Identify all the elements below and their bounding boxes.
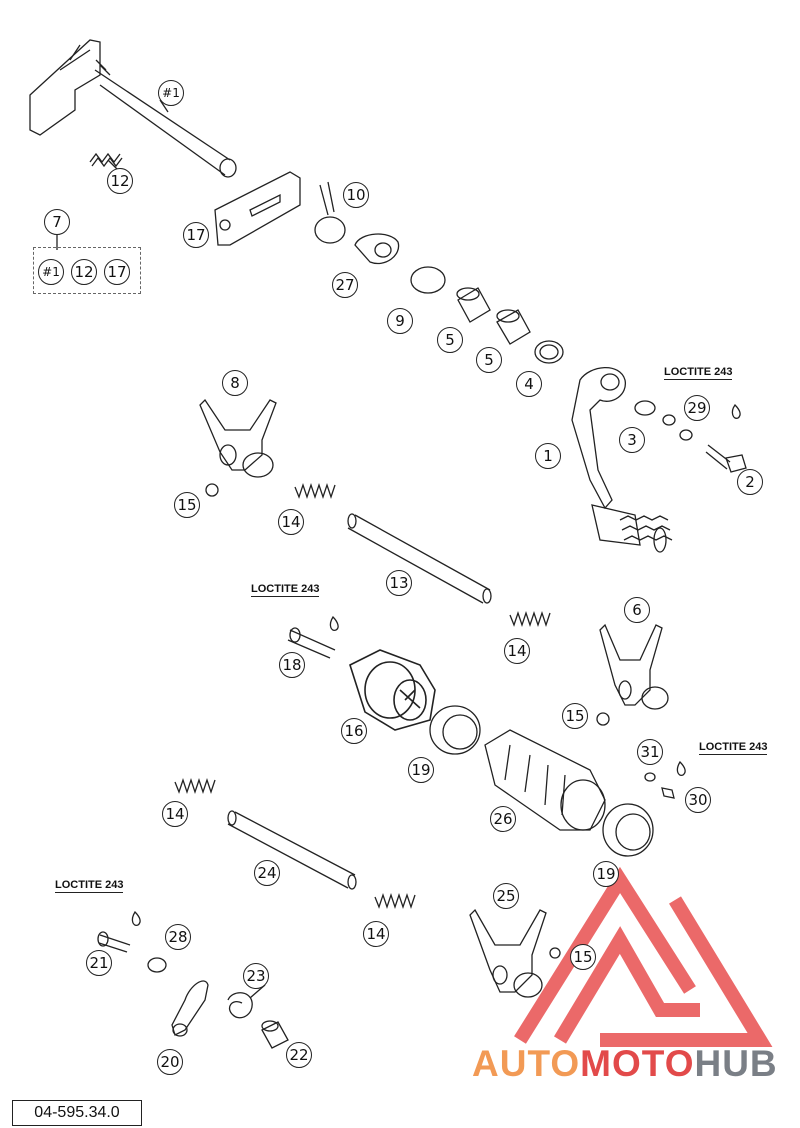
- watermark-text: AUTOMOTOHUB: [472, 1043, 778, 1085]
- loctite-label-screw-30: LOCTITE 243: [699, 741, 768, 755]
- guide-roller-15b: [596, 712, 610, 726]
- bolt-18: [287, 615, 339, 659]
- callout-part-8: 8: [222, 370, 248, 396]
- callout-part-1: 1: [535, 443, 561, 469]
- callout-part-6: 6: [624, 597, 650, 623]
- loctite-label-bolt-21: LOCTITE 243: [55, 879, 124, 893]
- spring-14a: [294, 482, 336, 500]
- loctite-label-bolt-18: LOCTITE 243: [251, 583, 320, 597]
- washer-28: [147, 957, 167, 973]
- bearing-19a: [429, 705, 481, 755]
- callout-part-14a: 14: [278, 509, 304, 535]
- spring-14d: [374, 892, 416, 910]
- callout-part-9: 9: [387, 308, 413, 334]
- callout-part-14b: 14: [504, 638, 530, 664]
- kit-member-12: 12: [71, 259, 97, 285]
- washer-3: [634, 400, 656, 416]
- callout-part-2: 2: [737, 469, 763, 495]
- watermark-logo: [514, 866, 773, 1047]
- watermark-text-part3: HUB: [694, 1043, 778, 1084]
- callout-part-15a: 15: [174, 492, 200, 518]
- shift-drum-26: [484, 729, 606, 831]
- screw-30: [661, 760, 686, 799]
- callout-part-#1: #1: [158, 80, 184, 106]
- lever-plate-17: [214, 171, 301, 246]
- needle-bearing-5b: [496, 309, 531, 345]
- callout-part-20: 20: [157, 1049, 183, 1075]
- callout-kit-7: 7: [44, 209, 70, 235]
- bearing-19b: [602, 803, 654, 857]
- spring-12: [89, 152, 123, 168]
- shift-cam-16: [349, 649, 436, 731]
- callout-part-26: 26: [490, 806, 516, 832]
- part-number-label: 04-595.34.0: [12, 1100, 142, 1126]
- shift-shaft: [29, 39, 237, 178]
- fork-shaft-13: [347, 513, 492, 604]
- circlip-10: [314, 181, 346, 244]
- callout-part-28: 28: [165, 924, 191, 950]
- washer-29: [662, 414, 693, 441]
- callout-part-21: 21: [86, 950, 112, 976]
- callout-part-12: 12: [107, 168, 133, 194]
- seal-4: [534, 340, 564, 364]
- callout-part-10: 10: [343, 182, 369, 208]
- callout-part-4: 4: [516, 371, 542, 397]
- watermark-text-part1: AUTO: [472, 1043, 581, 1084]
- washer-9: [410, 266, 446, 294]
- callout-part-19a: 19: [408, 757, 434, 783]
- bolt-2: [705, 403, 747, 473]
- kit-member-17: 17: [104, 259, 130, 285]
- callout-part-3: 3: [619, 427, 645, 453]
- shift-lever-1: [571, 367, 673, 553]
- guide-roller-15c: [549, 947, 561, 959]
- fork-shaft-24: [227, 810, 357, 890]
- callout-part-29: 29: [684, 395, 710, 421]
- kit-member-#1: #1: [38, 259, 64, 285]
- callout-part-19b: 19: [593, 861, 619, 887]
- callout-part-15b: 15: [562, 703, 588, 729]
- washer-31: [644, 772, 656, 782]
- sleeve-22: [261, 1020, 289, 1049]
- callout-part-13: 13: [386, 570, 412, 596]
- callout-part-14c: 14: [162, 801, 188, 827]
- watermark-text-part2: MOTO: [580, 1043, 695, 1084]
- callout-part-24: 24: [254, 860, 280, 886]
- callout-part-5b: 5: [476, 347, 502, 373]
- shift-fork-8: [199, 398, 277, 478]
- shift-arm-27: [354, 233, 400, 265]
- callout-part-15c: 15: [570, 944, 596, 970]
- shift-fork-6: [599, 623, 669, 710]
- spring-23: [227, 984, 266, 1019]
- callout-part-25: 25: [493, 883, 519, 909]
- callout-part-30: 30: [685, 787, 711, 813]
- callout-part-16: 16: [341, 718, 367, 744]
- callout-part-18: 18: [279, 652, 305, 678]
- callout-part-5a: 5: [437, 327, 463, 353]
- spring-14b: [509, 610, 551, 628]
- spring-14c: [174, 777, 216, 795]
- lever-20: [171, 980, 209, 1037]
- callout-part-22: 22: [286, 1042, 312, 1068]
- bolt-21: [97, 910, 141, 953]
- callout-part-17: 17: [183, 222, 209, 248]
- callout-part-31: 31: [637, 739, 663, 765]
- needle-bearing-5a: [456, 287, 491, 323]
- shift-fork-25: [469, 908, 547, 998]
- callout-part-14d: 14: [363, 921, 389, 947]
- guide-roller-15a: [205, 483, 219, 497]
- callout-part-27: 27: [332, 272, 358, 298]
- loctite-label-bolt-2: LOCTITE 243: [664, 366, 733, 380]
- kit-box: [33, 247, 141, 294]
- callout-part-23: 23: [243, 963, 269, 989]
